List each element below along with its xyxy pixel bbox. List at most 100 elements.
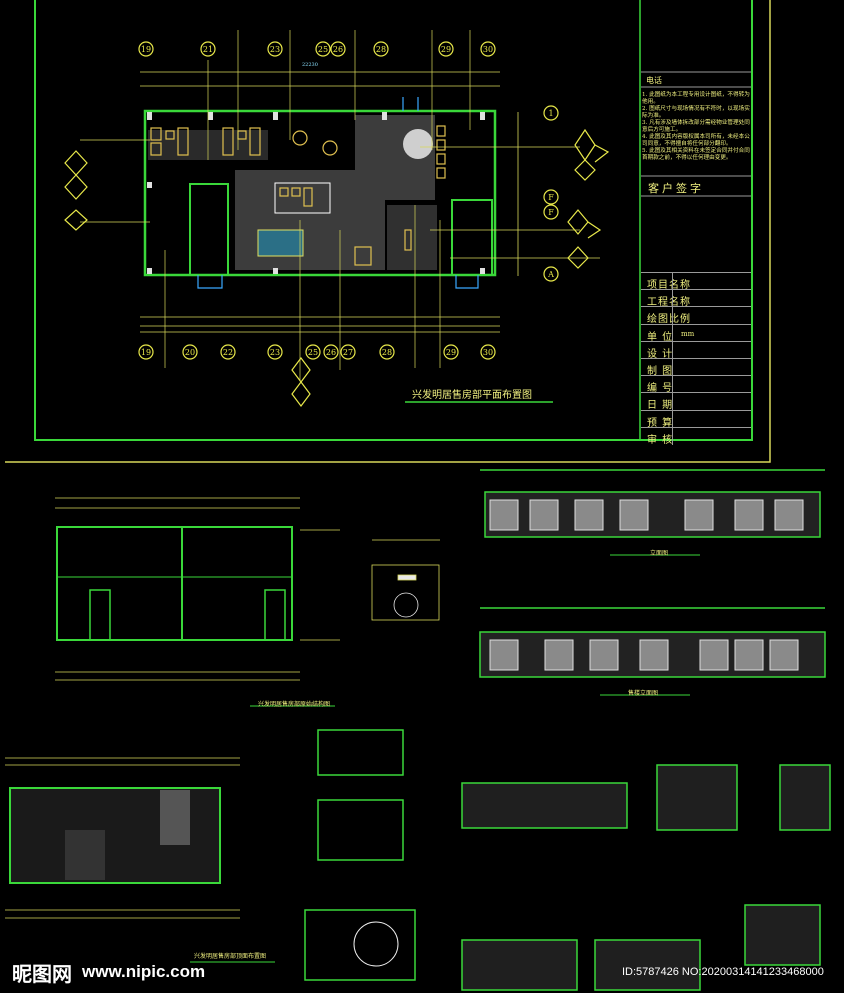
structure-plan [55, 497, 340, 707]
grid-bubble-bottom-circle [182, 344, 198, 360]
grid-bubble-bottom-circle [267, 344, 283, 360]
title-block-row-label: 预 算 [647, 417, 674, 429]
grid-bubble-bottom-circle [379, 344, 395, 360]
detail-sheets [304, 729, 831, 991]
watermark-id: ID:5787426 NO:20200314141233468000 [622, 966, 824, 978]
notes-list: 1. 此图纸为本工程专用设计图纸，不得转为他用。 2. 图纸尺寸与现场情况有不符… [642, 92, 750, 162]
title-block-row: 项目名称 [641, 272, 751, 291]
elevation-panel [529, 499, 559, 531]
elevation-panel [489, 639, 519, 671]
grid-bubble-bottom-circle [138, 344, 154, 360]
grid-bubble-right-circle [543, 204, 559, 220]
title-block-row: 绘图比例 [641, 306, 751, 325]
phone-label: 电话 [646, 76, 662, 85]
grid-bubble-bottom-circle [340, 344, 356, 360]
elevation-panel [774, 499, 804, 531]
title-block-row-label: 项目名称 [647, 280, 691, 291]
elevation-panel [619, 499, 649, 531]
grid-bubble-bottom-label: 29 [446, 348, 456, 357]
sheet-frame [5, 0, 771, 463]
grid-bubble-top-label: 28 [376, 45, 386, 54]
elevation-panel [734, 639, 764, 671]
detail-drawing [371, 539, 440, 621]
grid-bubble-top-circle [373, 41, 389, 57]
grid-bubble-top-label: 23 [270, 45, 280, 54]
elevation-label: 售楼立面图 [628, 690, 659, 697]
grid-bubble-right-label: F [548, 208, 554, 217]
elevation-label: 立面图 [650, 550, 669, 557]
client-signature-label: 客户签字 [648, 182, 704, 195]
elevation-panel [639, 639, 669, 671]
title-block-row-label: 单 位 [647, 331, 674, 343]
title-block-row-value: mm [681, 329, 695, 338]
title-block-row: 预 算 [641, 409, 751, 429]
grid-bubble-top-circle [267, 41, 283, 57]
main-drawing-title: 兴发明居售房部平面布置图 [412, 390, 532, 401]
grid-bubble-bottom-label: 28 [382, 348, 392, 357]
grid-bubble-bottom-label: 25 [308, 348, 318, 357]
title-block-row-label: 日 期 [647, 400, 674, 412]
title-block-row-label: 设 计 [647, 348, 674, 360]
grid-bubble-top-circle [480, 41, 496, 57]
grid-bubble-bottom-circle [305, 344, 321, 360]
title-block-row-label: 工程名称 [647, 297, 691, 309]
title-block-row: 设 计 [641, 340, 751, 360]
grid-bubble-top-circle [330, 41, 346, 57]
elevation-panel [684, 499, 714, 531]
note-item: 3. 凡有涉及墙体拆改部分需经物业管理处同意后方可施工。 [642, 120, 750, 133]
grid-bubble-right-label: A [547, 270, 554, 279]
grid-bubble-top-label: 21 [203, 45, 213, 54]
elevation-panel [734, 499, 764, 531]
watermark-logo: 昵图网 [12, 964, 72, 986]
elevation-panel [589, 639, 619, 671]
title-block-row: 编 号 [641, 375, 751, 395]
note-item: 5. 此图及其相关资料在未签定合同并付合同首期款之前，不得以任何理由变更。 [642, 148, 750, 161]
grid-bubble-top-label: 26 [333, 45, 343, 54]
watermark-site: www.nipic.com [82, 962, 206, 981]
structure-drawing-title: 兴发明居售房部原始结构图 [258, 701, 331, 708]
overall-dimension: 22230 [302, 62, 318, 68]
grid-bubble-bottom-label: 19 [141, 348, 151, 357]
grid-bubble-bottom-label: 30 [483, 348, 493, 357]
title-block-row: 单 位 mm [641, 323, 751, 343]
grid-bubble-bottom-circle [220, 344, 236, 360]
grid-bubble-top-label: 30 [483, 45, 493, 54]
grid-bubble-top-circle [138, 41, 154, 57]
grid-bubble-bottom-label: 26 [326, 348, 336, 357]
grid-bubble-top-label: 29 [441, 45, 451, 54]
grid-bubble-right-label: 1 [548, 109, 553, 118]
note-item: 2. 图纸尺寸与现场情况有不符时，以现场实际为准。 [642, 106, 750, 119]
title-block-row-label: 审 核 [647, 434, 674, 446]
grid-bubble-top-label: 25 [318, 45, 328, 54]
grid-bubble-right-circle [543, 266, 559, 282]
grid-bubble-right-label: F [548, 193, 554, 202]
title-block-row: 工程名称 [641, 289, 751, 309]
note-item: 1. 此图纸为本工程专用设计图纸，不得转为他用。 [642, 92, 750, 105]
title-block-row-label: 制 图 [647, 366, 674, 377]
title-block-row: 审 核 [641, 426, 751, 446]
ceiling-drawing-title: 兴发明居售房部顶面布置图 [194, 953, 267, 960]
note-item: 4. 此图及其内容版权属本司所有，未经本公司同意，不得擅自将任何部分翻印。 [642, 134, 750, 147]
grid-bubble-bottom-label: 22 [223, 348, 233, 357]
elevations [479, 469, 826, 696]
elevation-panel [699, 639, 729, 671]
title-block-row-label: 编 号 [647, 383, 674, 395]
grid-bubble-top-circle [200, 41, 216, 57]
elevation-panel [574, 499, 604, 531]
grid-bubble-bottom-circle [323, 344, 339, 360]
title-block-lines [641, 71, 751, 197]
elevation-panel [544, 639, 574, 671]
grid-bubble-bottom-label: 23 [270, 348, 280, 357]
grid-bubble-top-label: 19 [141, 45, 151, 54]
title-block-row: 制 图 [641, 358, 751, 377]
title-block-row: 日 期 [641, 392, 751, 412]
grid-bubble-bottom-circle [443, 344, 459, 360]
elevation-panel [489, 499, 519, 531]
grid-bubble-top-circle [315, 41, 331, 57]
grid-bubble-bottom-circle [480, 344, 496, 360]
grid-bubble-right-circle [543, 189, 559, 205]
grid-bubble-right-circle [543, 105, 559, 121]
elevation-panel [769, 639, 799, 671]
grid-bubble-top-circle [438, 41, 454, 57]
